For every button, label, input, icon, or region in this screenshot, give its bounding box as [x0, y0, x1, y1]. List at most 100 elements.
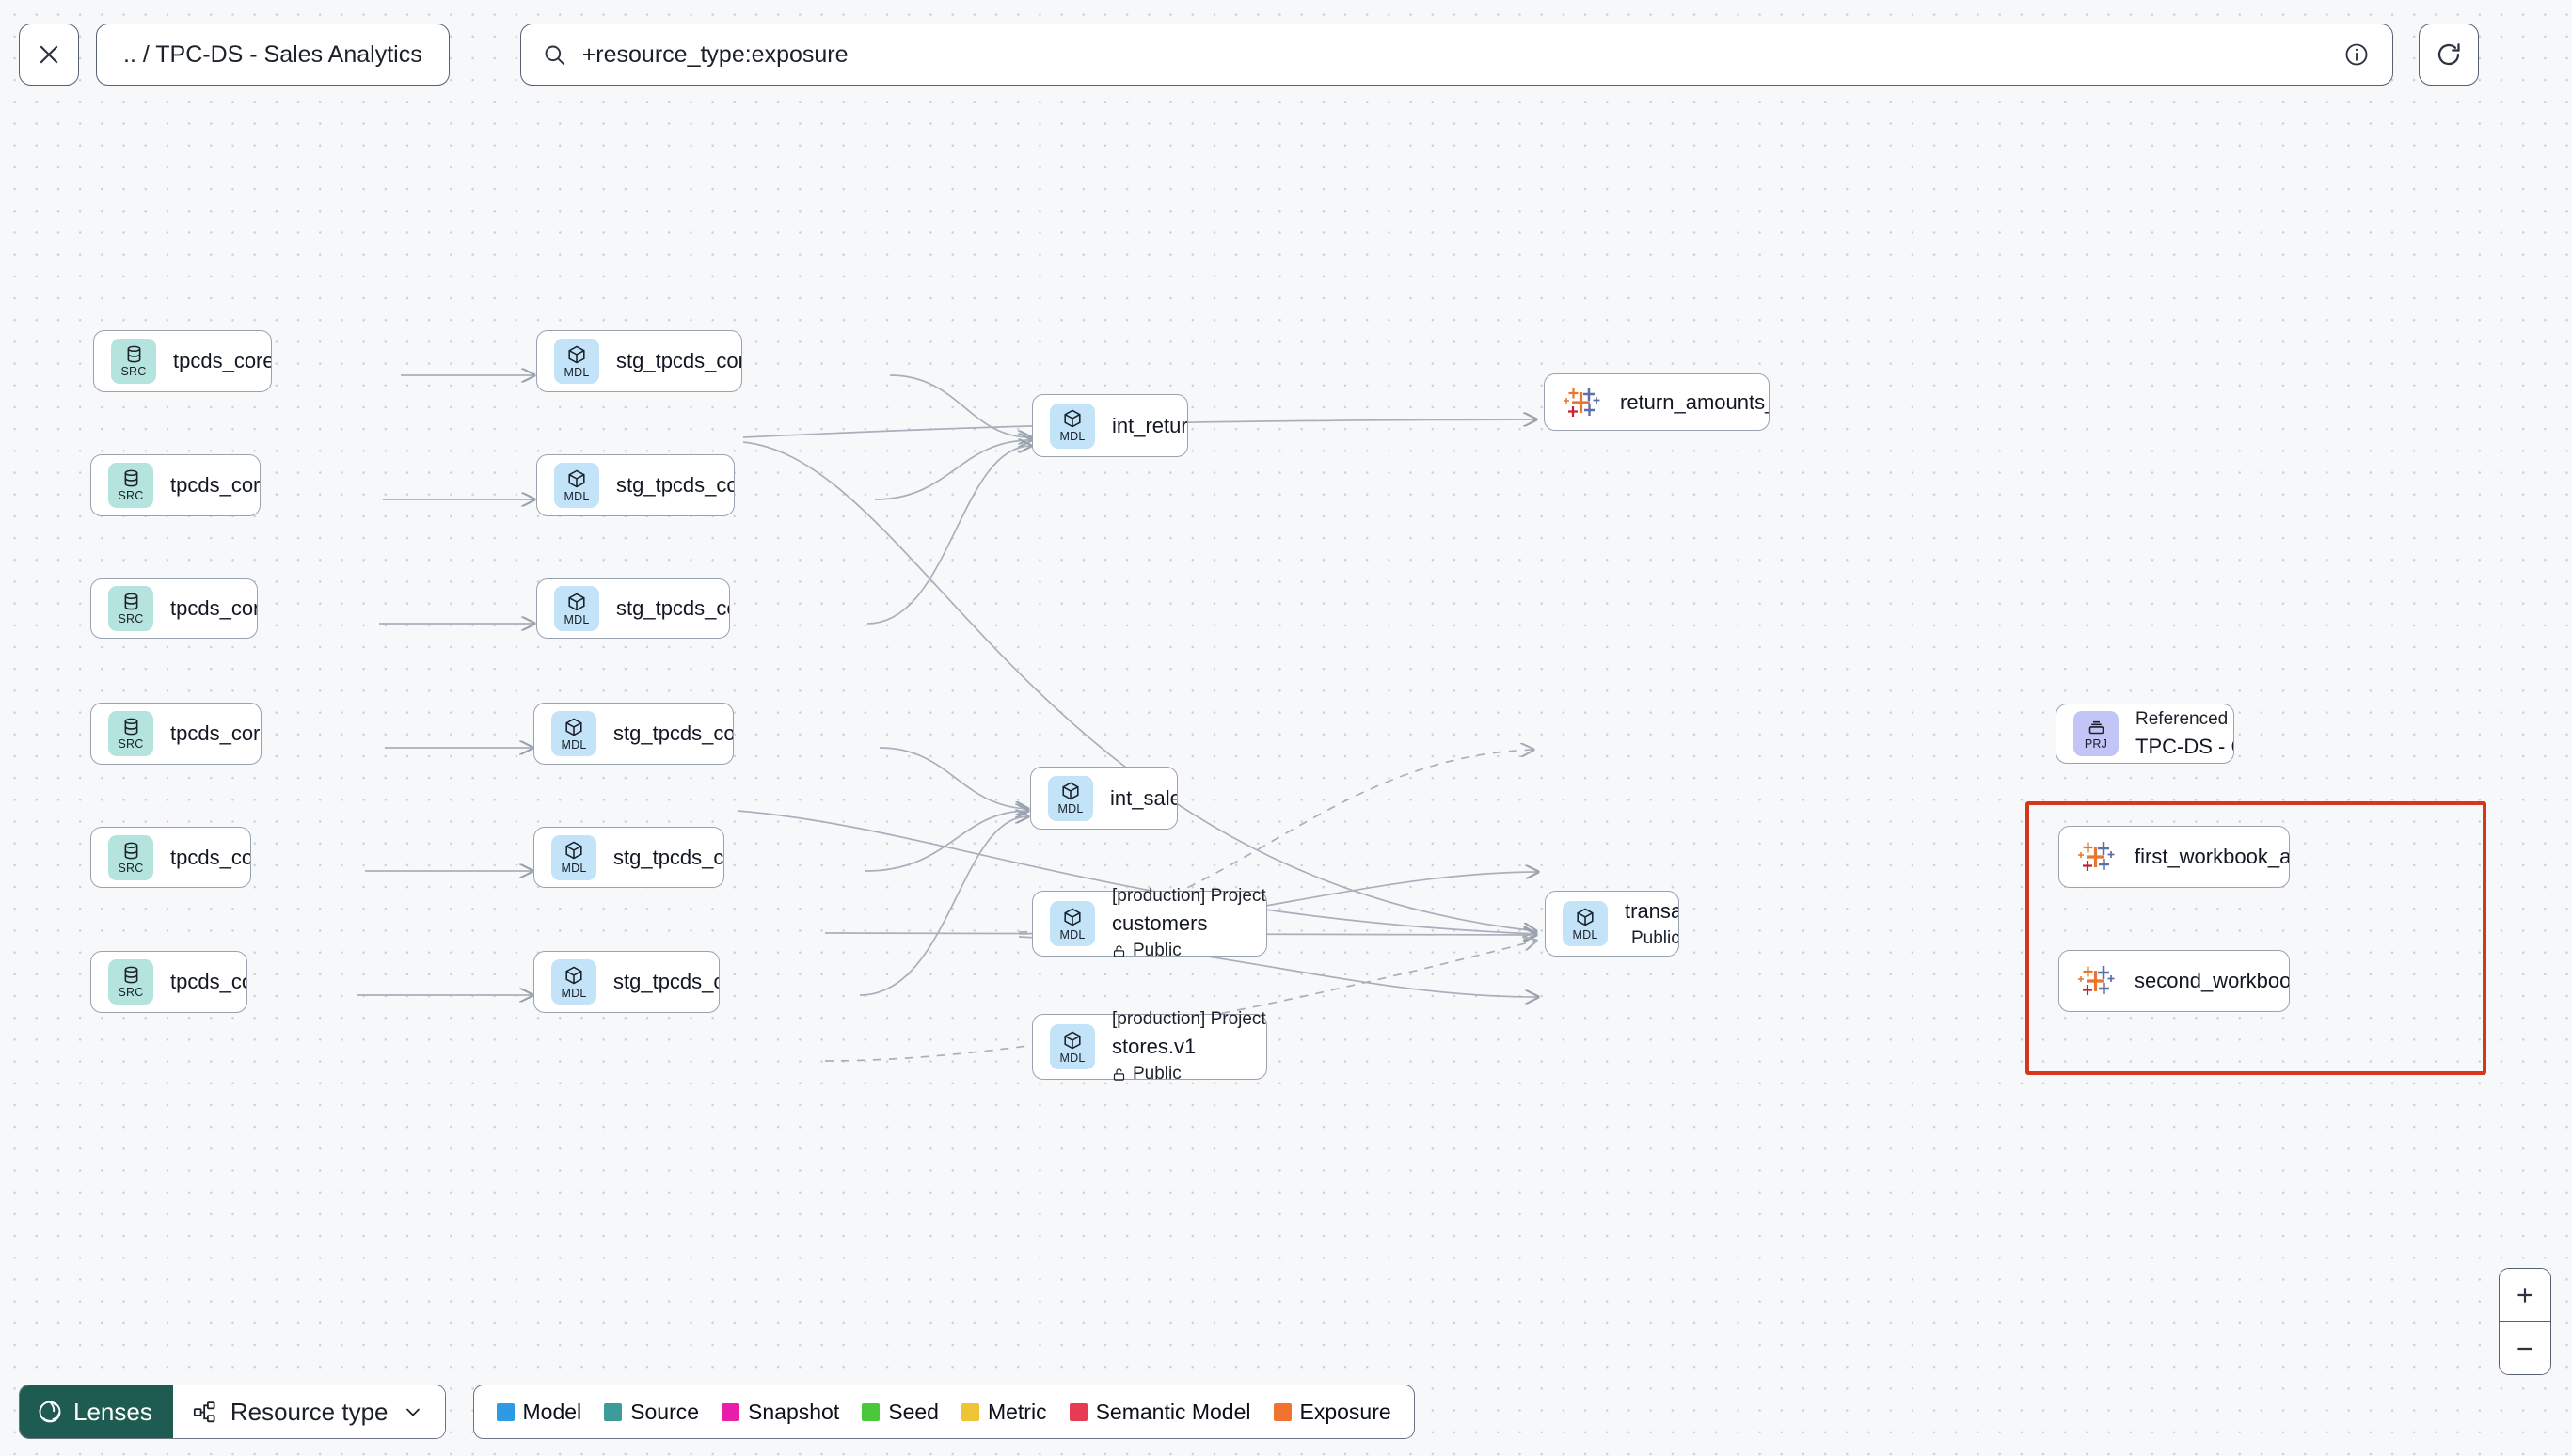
graph-node-exposure-first-workbook[interactable]: first_workbook_attached_to_tpc-ds_-_…	[2058, 826, 2290, 888]
graph-node-src-web-sales[interactable]: SRC tpcds_core.web_sales	[90, 951, 247, 1013]
close-icon	[40, 45, 58, 64]
resource-type-label: Resource type	[230, 1397, 389, 1426]
graph-node-label: stg_tpcds_core__store_sales	[613, 845, 723, 869]
graph-node-label: stg_tpcds_core__web_returns	[616, 596, 729, 620]
graph-node-referenced-by-project[interactable]: PRJ Referenced by TPC-DS - Core Data Mod…	[2056, 704, 2234, 764]
model-badge: MDL	[1050, 901, 1095, 946]
source-badge: SRC	[111, 339, 156, 384]
graph-node-exposure-second-workbook[interactable]: second_workbook_connected_to_live…	[2058, 950, 2290, 1012]
graph-node-label: TPC-DS - Core Data Models	[2135, 734, 2233, 758]
graph-node-src-store-sales[interactable]: SRC tpcds_core.store_sales	[90, 827, 251, 888]
nodes-icon	[193, 1401, 215, 1422]
lenses-button[interactable]: Lenses	[20, 1385, 173, 1438]
graph-node-customers[interactable]: MDL [production] Project: TPC-DS - Core …	[1032, 886, 1267, 960]
zoom-controls	[2499, 1268, 2551, 1375]
graph-node-label: tpcds_core.catalog_sales	[170, 721, 261, 745]
graph-node-stores-v1[interactable]: MDL [production] Project: TPC-DS - Core …	[1032, 1009, 1267, 1084]
graph-node-stg-catalog-sales[interactable]: MDL stg_tpcds_core__catalog_sales	[533, 703, 734, 765]
source-badge-text: SRC	[118, 986, 144, 1000]
graph-node-label: tpcds_core.web_returns	[170, 596, 257, 620]
graph-node-stg-web-returns[interactable]: MDL stg_tpcds_core__web_returns	[536, 578, 730, 639]
model-badge: MDL	[1050, 1024, 1095, 1069]
legend-label: Exposure	[1299, 1399, 1391, 1424]
graph-node-label: stg_tpcds_core__catalog_returns	[616, 349, 741, 372]
graph-node-label: stg_tpcds_core__store_returns	[616, 473, 734, 497]
graph-node-label: second_workbook_connected_to_live…	[2135, 969, 2289, 992]
legend-swatch	[1273, 1402, 1292, 1421]
graph-node-stg-catalog-returns[interactable]: MDL stg_tpcds_core__catalog_returns	[536, 330, 742, 392]
source-badge-text: SRC	[118, 737, 144, 752]
legend-swatch	[604, 1402, 623, 1421]
legend-label: Seed	[888, 1399, 939, 1424]
model-badge-text: MDL	[1059, 430, 1086, 444]
model-badge: MDL	[551, 834, 596, 880]
model-badge: MDL	[551, 959, 596, 1005]
legend-label: Semantic Model	[1095, 1399, 1251, 1424]
legend-label: Metric	[987, 1399, 1047, 1424]
chevron-down-icon	[405, 1408, 420, 1416]
refresh-button[interactable]	[2418, 24, 2479, 86]
legend-swatch	[496, 1402, 515, 1421]
exposure-highlight-box	[2025, 801, 2486, 1075]
graph-node-src-catalog-returns[interactable]: SRC tpcds_core.catalog_returns	[93, 330, 272, 392]
graph-node-label: tpcds_core.catalog_returns	[173, 349, 271, 372]
graph-node-label: stg_tpcds_core__catalog_sales	[613, 721, 733, 745]
model-badge-text: MDL	[564, 365, 590, 379]
graph-node-transactions[interactable]: MDL transactions Public	[1545, 891, 1679, 957]
legend-label: Source	[630, 1399, 700, 1424]
graph-node-int-sales-unioned[interactable]: MDL int_sales__unioned	[1030, 767, 1178, 830]
graph-node-acl: Public	[1112, 941, 1266, 961]
model-badge-text: MDL	[1059, 927, 1086, 942]
graph-node-acl: Public	[1112, 1064, 1266, 1084]
tableau-icon	[1564, 387, 1600, 417]
tableau-icon	[2078, 842, 2115, 871]
graph-node-int-returns-unioned[interactable]: MDL int_returns__unioned	[1032, 394, 1188, 457]
graph-node-label: first_workbook_attached_to_tpc-ds_-_…	[2135, 845, 2289, 868]
graph-node-label: tpcds_core.store_returns	[170, 473, 260, 497]
model-badge: MDL	[1050, 403, 1095, 449]
close-button[interactable]	[19, 24, 79, 86]
model-badge: MDL	[554, 586, 599, 631]
model-badge-text: MDL	[561, 737, 587, 752]
lenses-label: Lenses	[73, 1397, 152, 1426]
graph-node-src-web-returns[interactable]: SRC tpcds_core.web_returns	[90, 578, 258, 639]
search-icon	[545, 45, 565, 65]
graph-node-acl-text: Public	[1133, 941, 1182, 960]
graph-node-src-store-returns[interactable]: SRC tpcds_core.store_returns	[90, 454, 261, 516]
zoom-in-button[interactable]	[2500, 1269, 2550, 1321]
source-badge-text: SRC	[118, 612, 144, 626]
source-badge-text: SRC	[118, 489, 144, 503]
unlock-icon	[1113, 944, 1125, 957]
model-badge: MDL	[554, 463, 599, 508]
search-input[interactable]	[581, 40, 2343, 69]
graph-node-stg-web-sales[interactable]: MDL stg_tpcds_core__web_sales	[533, 951, 720, 1013]
model-badge-text: MDL	[561, 986, 587, 1000]
graph-node-acl-text: Public	[1133, 1064, 1182, 1084]
legend-item-model: Model	[496, 1400, 581, 1425]
graph-node-stg-store-sales[interactable]: MDL stg_tpcds_core__store_sales	[533, 827, 724, 888]
top-toolbar: .. / TPC-DS - Sales Analytics	[0, 0, 2572, 109]
legend-label: Snapshot	[748, 1399, 840, 1424]
project-badge-text: PRJ	[2084, 737, 2108, 752]
info-circle-icon[interactable]	[2343, 41, 2370, 68]
refresh-icon	[2437, 43, 2460, 66]
graph-node-acl-text: Public	[1631, 927, 1678, 948]
legend-item-metric: Metric	[961, 1400, 1047, 1425]
graph-node-src-catalog-sales[interactable]: SRC tpcds_core.catalog_sales	[90, 703, 262, 765]
legend-item-semantic-model: Semantic Model	[1069, 1399, 1251, 1425]
graph-node-exposure-return-amounts[interactable]: return_amounts_by_transaction_type	[1544, 373, 1770, 431]
model-badge: MDL	[551, 711, 596, 756]
zoom-out-button[interactable]	[2500, 1321, 2550, 1374]
graph-node-label: tpcds_core.web_sales	[170, 970, 246, 993]
unlock-icon	[1113, 1068, 1125, 1081]
minus-icon	[2517, 1347, 2532, 1350]
legend-item-exposure: Exposure	[1273, 1399, 1391, 1425]
breadcrumb[interactable]: .. / TPC-DS - Sales Analytics	[96, 24, 450, 86]
resource-type-dropdown[interactable]: Resource type	[172, 1385, 445, 1438]
graph-node-stg-store-returns[interactable]: MDL stg_tpcds_core__store_returns	[536, 454, 735, 516]
graph-node-project-label: [production] Project: TPC-DS - Core Data…	[1112, 886, 1266, 906]
search-bar[interactable]	[519, 24, 2393, 86]
legend-item-seed: Seed	[862, 1400, 939, 1425]
graph-node-label: customers	[1112, 911, 1208, 935]
source-badge: SRC	[108, 834, 153, 880]
